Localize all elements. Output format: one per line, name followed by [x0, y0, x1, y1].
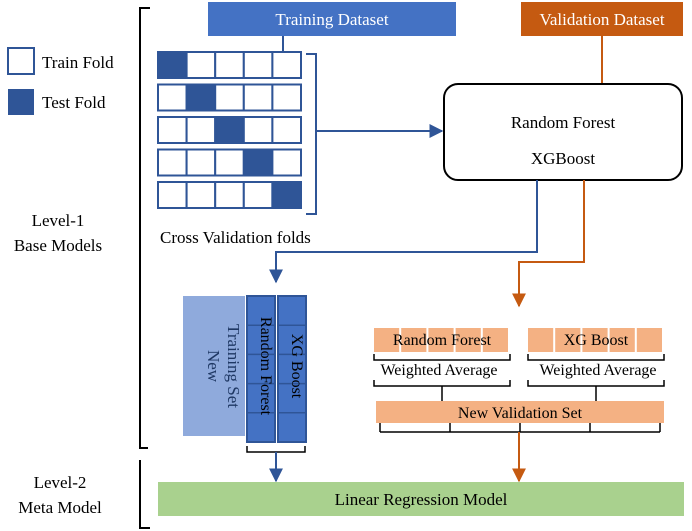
- level1-line2: Base Models: [14, 236, 102, 255]
- train-fold-cell: [242, 181, 274, 209]
- train-fold-cell: [214, 181, 245, 209]
- test-fold-legend-label: Test Fold: [42, 93, 106, 112]
- train-fold-cell: [242, 116, 274, 144]
- train-fold-cell: [271, 148, 302, 177]
- new-training-set-line1: New: [204, 350, 223, 383]
- new-training-xgb-column: [277, 295, 307, 443]
- val-xgb-label: XG Boost: [564, 332, 629, 349]
- level1-line1: Level-1: [32, 211, 85, 230]
- training-dataset-label: Training Dataset: [275, 10, 388, 29]
- val-xgb-strip-segment: [609, 328, 635, 352]
- new-training-set-line2: Training Set: [224, 324, 243, 408]
- val-rf-strip-segment: [374, 328, 400, 352]
- cv-bracket: [306, 53, 317, 215]
- train-fold-cell: [185, 181, 217, 209]
- val-xgb-weighted-average: Weighted Average: [539, 362, 656, 379]
- models-to-validation-arrow: [512, 180, 585, 308]
- train-fold-cell: [157, 116, 188, 144]
- training-bottom-bracket: [246, 446, 306, 453]
- models-box: [443, 83, 683, 181]
- train-fold-cell: [242, 83, 274, 112]
- meta-model-box: [158, 482, 684, 516]
- train-fold-cell: [157, 148, 188, 177]
- new-validation-ticks: [379, 423, 661, 436]
- train-fold-cell: [157, 83, 188, 112]
- val-rf-label: Random Forest: [393, 332, 492, 349]
- val-rf-strip-segment: [428, 328, 454, 352]
- train-fold-cell: [271, 116, 302, 144]
- new-training-columns: [246, 295, 307, 443]
- val-rf-strip-segment: [482, 328, 508, 352]
- level2-line1: Level-2: [34, 473, 87, 492]
- train-fold-legend-label: Train Fold: [42, 53, 114, 72]
- meta-model-label: Linear Regression Model: [335, 490, 508, 509]
- train-fold-cell: [185, 116, 217, 144]
- new-training-col-xgb: XG Boost: [288, 334, 305, 399]
- val-xgb-strip-segment: [555, 328, 581, 352]
- validation-strips: [374, 328, 662, 352]
- train-fold-cell: [214, 148, 245, 177]
- train-fold-cell: [214, 83, 245, 112]
- train-fold-cell: [271, 51, 302, 79]
- val-weighted-bracket-left: [373, 380, 511, 387]
- cross-validation-grid: [157, 51, 302, 209]
- val-xgb-strip-segment: [528, 328, 554, 352]
- test-fold-cell: [214, 116, 245, 144]
- validation-dataset-box: [521, 2, 683, 36]
- train-fold-cell: [157, 181, 188, 209]
- val-rf-strip-segment: [455, 328, 481, 352]
- val-rf-strip-segment: [401, 328, 427, 352]
- new-training-col-rf: Random Forest: [257, 317, 274, 416]
- test-fold-cell: [242, 148, 274, 177]
- train-fold-cell: [214, 51, 245, 79]
- val-xgb-strip-segment: [636, 328, 662, 352]
- train-fold-cell: [271, 83, 302, 112]
- val-rf-bracket: [373, 354, 511, 361]
- test-fold-legend-swatch: [8, 89, 34, 115]
- new-training-set-box: [183, 296, 245, 436]
- training-dataset-box: [208, 2, 456, 36]
- models-random-forest: Random Forest: [511, 113, 616, 132]
- level-bracket: [139, 7, 150, 529]
- validation-dataset-label: Validation Dataset: [539, 10, 664, 29]
- train-fold-cell: [242, 51, 274, 79]
- cross-validation-label: Cross Validation folds: [160, 228, 311, 247]
- level2-line2: Meta Model: [18, 498, 102, 517]
- test-fold-cell: [157, 51, 188, 79]
- train-fold-cell: [185, 51, 217, 79]
- models-to-training-arrow: [269, 180, 538, 284]
- train-fold-legend-swatch: [7, 47, 35, 75]
- val-rf-weighted-average: Weighted Average: [380, 362, 497, 379]
- new-validation-set-box: [376, 401, 664, 423]
- models-xgboost: XGBoost: [531, 149, 596, 168]
- train-fold-cell: [185, 148, 217, 177]
- val-xgb-strip-segment: [582, 328, 608, 352]
- val-xgb-bracket: [527, 354, 665, 361]
- test-fold-cell: [271, 181, 302, 209]
- new-training-rf-column: [246, 295, 276, 443]
- test-fold-cell: [185, 83, 217, 112]
- val-weighted-bracket-right: [527, 380, 665, 387]
- new-validation-set-label: New Validation Set: [458, 405, 583, 422]
